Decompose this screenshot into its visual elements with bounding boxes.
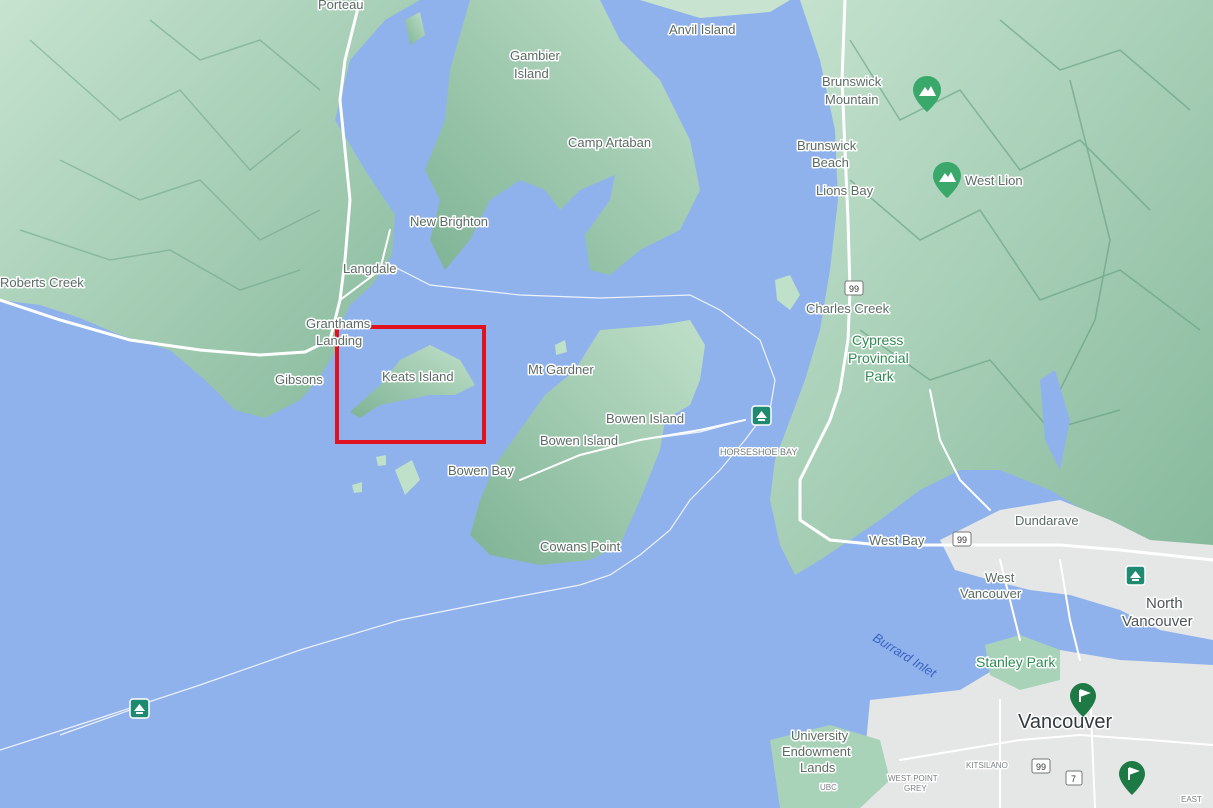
label-mt-gardner: Mt Gardner <box>528 362 594 377</box>
small-island-north <box>405 12 425 45</box>
sunshine-coast-landmass <box>0 0 420 418</box>
small-islet <box>555 340 567 355</box>
label-gambier-island-1: Gambier <box>510 48 561 63</box>
svg-text:99: 99 <box>849 284 859 294</box>
anvil-island-edge <box>640 0 790 18</box>
label-granthams-2: Landing <box>316 333 362 348</box>
label-brunswick-beach-2: Beach <box>812 155 849 170</box>
label-uel-2: Endowment <box>782 744 851 759</box>
label-gambier-island-2: Island <box>514 66 549 81</box>
gambier-island <box>425 0 700 275</box>
label-stanley-park: Stanley Park <box>976 654 1056 670</box>
label-brunswick-mountain-1: Brunswick <box>822 74 882 89</box>
terrain-shading-east <box>849 19 1201 431</box>
label-ubc: UBC <box>820 783 837 792</box>
label-uel-1: University <box>791 728 849 743</box>
label-west-bay: West Bay <box>869 533 925 548</box>
mountain-peak-icon[interactable] <box>913 76 941 112</box>
terrain-shading-west <box>19 19 321 291</box>
label-vancouver: Vancouver <box>1018 711 1112 733</box>
pasley-islet-small <box>376 455 386 466</box>
label-charles-creek: Charles Creek <box>806 301 890 316</box>
west-vancouver-urban <box>940 500 1213 640</box>
label-roberts-creek: Roberts Creek <box>0 275 84 290</box>
ferry-routes <box>0 261 776 751</box>
label-dundarave: Dundarave <box>1015 513 1079 528</box>
label-granthams-1: Granthams <box>306 316 371 331</box>
keats-island <box>350 345 475 418</box>
label-cypress-park-3: Park <box>865 368 895 384</box>
label-uel-3: Lands <box>800 760 836 775</box>
label-cowans-point: Cowans Point <box>540 539 621 554</box>
north-shore-mountains <box>770 0 1213 575</box>
label-west-point-grey-1: WEST POINT <box>888 774 938 783</box>
university-endowment-lands <box>770 725 890 808</box>
highway-shield-7[interactable]: 7 <box>1065 770 1083 786</box>
label-new-brighton: New Brighton <box>410 214 488 229</box>
label-west-vancouver-1: West <box>985 570 1015 585</box>
ferry-terminal-icon[interactable] <box>751 405 772 426</box>
label-north-vancouver-1: North <box>1146 595 1183 612</box>
highway-shield-99-west-bay[interactable]: 99 <box>952 531 972 547</box>
label-gibsons: Gibsons <box>275 372 323 387</box>
label-west-vancouver-2: Vancouver <box>960 586 1022 601</box>
label-camp-artaban: Camp Artaban <box>568 135 651 150</box>
keats-island-highlight-box <box>335 325 486 444</box>
label-brunswick-beach-1: Brunswick <box>797 138 857 153</box>
svg-text:99: 99 <box>1036 762 1046 772</box>
small-islet-2 <box>775 275 800 310</box>
stanley-park <box>985 635 1060 690</box>
label-cypress-park-2: Provincial <box>848 350 909 366</box>
label-anvil-island: Anvil Island <box>669 22 735 37</box>
capilano-lake <box>1040 370 1070 470</box>
bowen-island <box>470 320 705 565</box>
label-cypress-park-1: Cypress <box>852 332 903 348</box>
mountain-peak-icon[interactable] <box>933 162 961 198</box>
label-kitsilano: KITSILANO <box>966 761 1008 770</box>
highway-shield-99-kits[interactable]: 99 <box>1031 758 1051 774</box>
park-flag-pin-icon[interactable] <box>1070 683 1096 717</box>
label-bowen-island-lower: Bowen Island <box>540 433 618 448</box>
label-langdale: Langdale <box>343 261 397 276</box>
label-north-vancouver-2: Vancouver <box>1122 613 1193 630</box>
highway-shield-99-north[interactable]: 99 <box>844 280 864 296</box>
label-keats-island: Keats Island <box>382 369 454 384</box>
label-west-lion: West Lion <box>965 173 1023 188</box>
label-lions-bay: Lions Bay <box>816 183 874 198</box>
label-east: EAST <box>1181 795 1202 804</box>
svg-text:7: 7 <box>1071 774 1076 784</box>
pasley-islets <box>395 460 420 495</box>
label-west-point-grey-2: GREY <box>904 784 927 793</box>
label-brunswick-mountain-2: Mountain <box>825 92 878 107</box>
label-bowen-bay: Bowen Bay <box>448 463 514 478</box>
label-bowen-island-upper: Bowen Island <box>606 411 684 426</box>
ferry-terminal-icon[interactable] <box>1125 565 1146 586</box>
label-porteau: Porteau <box>318 0 364 12</box>
svg-text:99: 99 <box>957 535 967 545</box>
park-flag-pin-icon[interactable] <box>1119 761 1145 795</box>
ferry-terminal-icon[interactable] <box>129 698 150 719</box>
label-horseshoe-bay: HORSESHOE BAY <box>720 447 797 457</box>
pasley-islet-small2 <box>352 482 362 493</box>
